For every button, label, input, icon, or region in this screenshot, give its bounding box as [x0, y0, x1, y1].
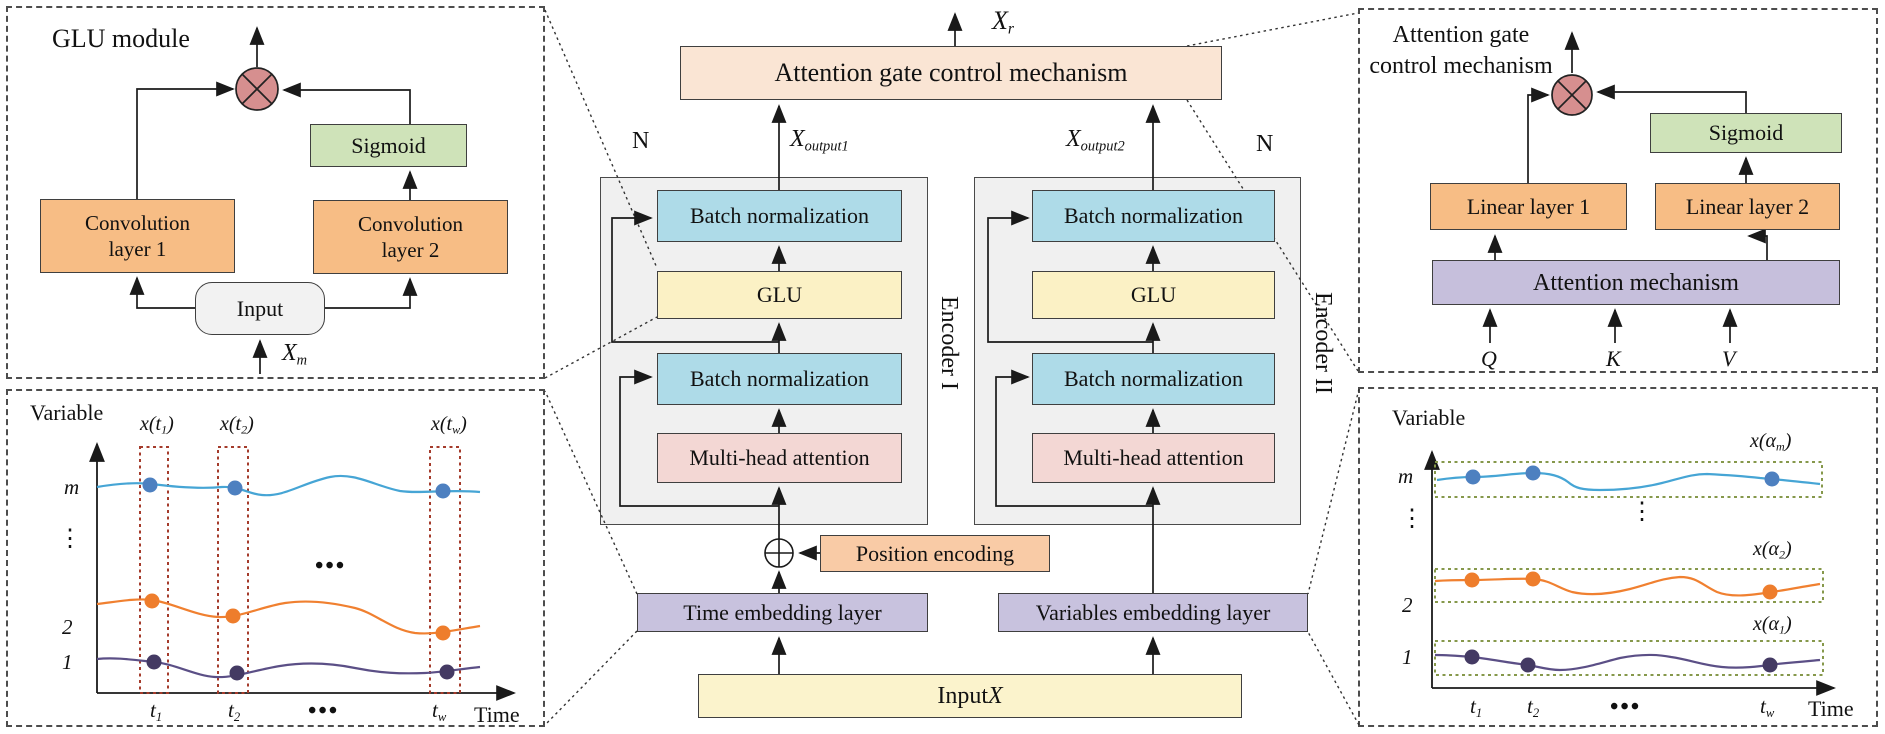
time-series-panel — [6, 389, 545, 727]
attention-gate-panel — [1358, 8, 1878, 373]
agc-panel-lines — [1482, 31, 1768, 343]
k-label: K — [1606, 346, 1621, 371]
time-chart-row-2: 2 — [62, 615, 73, 639]
var-chart-axes — [1424, 450, 1836, 696]
encoder2-batchnorm-bottom-box: Batch normalization — [1032, 353, 1275, 405]
var-chart-row-1: 1 — [1402, 645, 1413, 669]
linear-layer2-box: Linear layer 2 — [1655, 183, 1840, 230]
time-chart-mid-ellipsis: ••• — [315, 553, 347, 579]
time-chart-xlabel: Time — [474, 702, 520, 727]
xm-label: Xm — [282, 340, 308, 369]
input-x-box: InputX — [698, 674, 1242, 718]
var-chart-mid-ellipsis: ⋮ — [1630, 499, 1654, 525]
position-encoding-box: Position encoding — [820, 535, 1050, 572]
linear-layer1-box: Linear layer 1 — [1430, 183, 1627, 230]
var-chart-t1-label: t1 — [1470, 694, 1483, 720]
encoder2-label: Encoder II — [1310, 292, 1336, 394]
xr-label: Xr — [992, 6, 1014, 38]
encoder2-glu-box: GLU — [1032, 271, 1275, 319]
time-chart-tw-label: tw — [432, 698, 447, 724]
time-chart-curves — [96, 474, 481, 679]
time-chart-t1-label: t1 — [150, 698, 163, 724]
var-chart-row-m: m — [1398, 464, 1414, 488]
var-chart-t2-label: t2 — [1527, 694, 1540, 720]
var-chart-xa1-label: x(α1) — [1753, 613, 1792, 637]
var-chart-tw-label: tw — [1760, 694, 1775, 720]
time-embedding-box: Time embedding layer — [637, 593, 928, 632]
center-flow-lines — [611, 12, 1161, 674]
convolution-layer2-box: Convolution layer 2 — [313, 200, 508, 274]
var-chart-xlabel: Time — [1808, 696, 1854, 721]
time-chart-axes — [89, 442, 516, 701]
time-chart-xt1-label: x(t1) — [140, 413, 174, 437]
xoutput2-label: Xoutput2 — [1066, 126, 1125, 155]
encoder1-batchnorm-top-box: Batch normalization — [657, 190, 902, 242]
n-left-label: N — [632, 128, 650, 154]
encoder2-multihead-box: Multi-head attention — [1032, 433, 1275, 483]
encoder1-label: Encoder I — [936, 296, 962, 390]
encoder1-multihead-box: Multi-head attention — [657, 433, 902, 483]
time-chart-row-m: m — [64, 475, 80, 499]
attention-gate-control-box: Attention gate control mechanism — [680, 46, 1222, 100]
glu-panel-lines — [129, 26, 418, 374]
glu-panel-title: GLU module — [52, 24, 190, 53]
time-chart-t2-label: t2 — [228, 698, 241, 724]
agc-panel-title: Attention gate control mechanism — [1369, 22, 1553, 80]
var-chart-row-2: 2 — [1402, 593, 1413, 617]
agc-sigmoid-box: Sigmoid — [1650, 113, 1842, 153]
convolution-layer1-box: Convolution layer 1 — [40, 199, 235, 273]
var-chart-sample-dots — [1464, 465, 1780, 673]
q-label: Q — [1481, 346, 1497, 371]
encoder1-batchnorm-bottom-box: Batch normalization — [657, 353, 902, 405]
var-chart-xa2-label: x(α2) — [1753, 538, 1792, 562]
var-chart-x-ellipsis: ••• — [1610, 694, 1642, 720]
time-chart-sample-windows — [139, 446, 461, 694]
time-chart-ylabel: Variable — [30, 400, 104, 425]
var-chart-ylabel: Variable — [1392, 405, 1466, 430]
time-chart-xtw-label: x(tw) — [431, 413, 467, 437]
attention-mechanism-box: Attention mechanism — [1432, 260, 1840, 305]
plus-circle-icon — [764, 538, 794, 568]
time-chart-row-dots: ⋮ — [58, 526, 82, 552]
time-chart-x-ellipsis: ••• — [308, 698, 340, 724]
n-right-label: N — [1256, 131, 1274, 157]
xoutput1-label: Xoutput1 — [790, 126, 849, 155]
variables-embedding-box: Variables embedding layer — [998, 593, 1308, 632]
time-chart-xt2-label: x(t2) — [220, 413, 254, 437]
glu-multiply-circle-icon — [235, 67, 279, 111]
v-label: V — [1722, 346, 1736, 371]
var-chart-row-windows — [1434, 461, 1824, 676]
glu-sigmoid-box: Sigmoid — [310, 124, 467, 167]
encoder2-batchnorm-top-box: Batch normalization — [1032, 190, 1275, 242]
variable-series-panel — [1358, 387, 1878, 727]
glu-input-box: Input — [195, 282, 325, 335]
var-chart-xam-label: x(αm) — [1750, 430, 1792, 454]
time-chart-sample-dots — [142, 477, 455, 681]
glu-module-panel — [6, 6, 545, 379]
time-chart-row-1: 1 — [62, 650, 73, 674]
encoder1-glu-box: GLU — [657, 271, 902, 319]
var-chart-row-dots: ⋮ — [1400, 506, 1424, 532]
agc-multiply-circle-icon — [1551, 74, 1593, 116]
